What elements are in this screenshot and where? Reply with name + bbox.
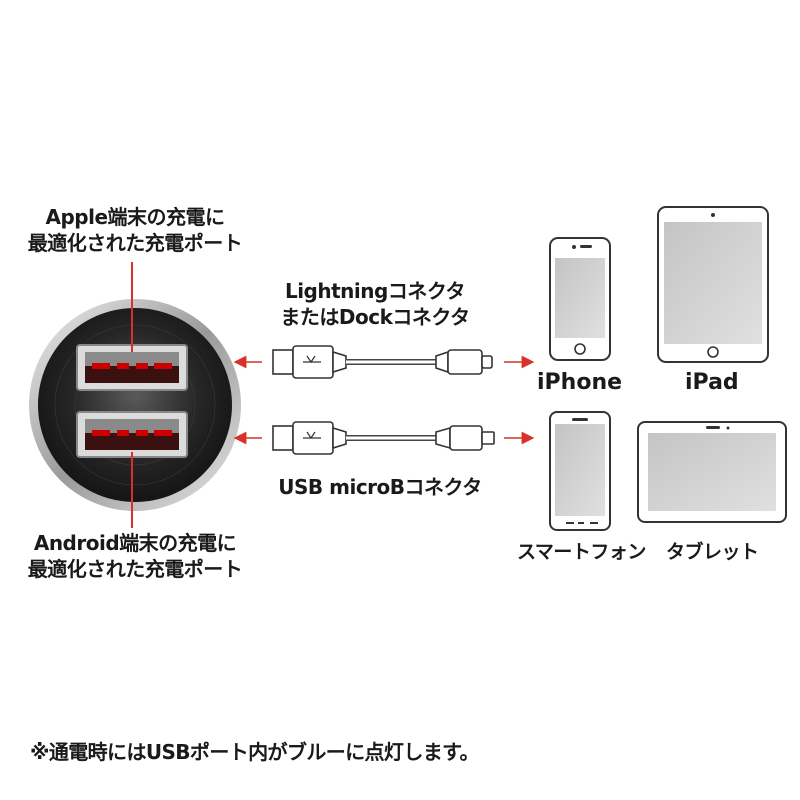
apple-port-label-line1: Apple端末の充電に — [45, 205, 225, 229]
smartphone-label: スマートフォン — [517, 541, 646, 563]
lightning-cable-label-line1: Lightningコネクタ — [284, 279, 466, 303]
micro-cable-label-line1: USB microBコネクタ — [278, 475, 482, 499]
footnote: ※通電時にはUSBポート内がブルーに点灯します。 — [30, 740, 480, 764]
android-port-label: Android端末の充電に 最適化された充電ポート — [10, 530, 260, 582]
tablet-illustration — [637, 421, 787, 523]
tablet-label: タブレット — [666, 541, 759, 563]
ipad-label: iPad — [685, 370, 739, 395]
car-charger — [29, 299, 241, 511]
iphone-illustration — [549, 237, 611, 361]
lightning-cable-label: Lightningコネクタ またはDockコネクタ — [255, 278, 495, 330]
smartphone-illustration — [549, 411, 611, 531]
microusb-cable — [272, 421, 495, 455]
usb-port-bottom — [76, 411, 188, 458]
ipad-illustration — [657, 206, 769, 363]
android-port-label-line2: 最適化された充電ポート — [27, 557, 243, 581]
lightning-cable — [272, 345, 493, 379]
micro-cable-label: USB microBコネクタ — [250, 474, 510, 500]
apple-port-label: Apple端末の充電に 最適化された充電ポート — [10, 204, 260, 256]
lightning-cable-label-line2: またはDockコネクタ — [280, 305, 470, 329]
iphone-label: iPhone — [537, 370, 623, 395]
usb-port-top — [76, 344, 188, 391]
android-port-label-line1: Android端末の充電に — [33, 531, 237, 555]
apple-port-label-line2: 最適化された充電ポート — [27, 231, 243, 255]
